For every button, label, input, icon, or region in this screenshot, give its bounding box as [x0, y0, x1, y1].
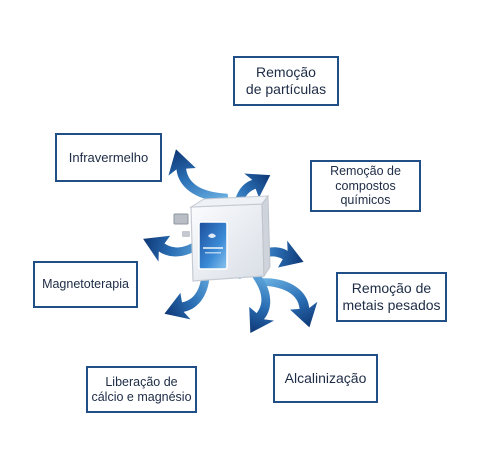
node-label-line: metais pesados [342, 297, 441, 313]
curved-arrow-icon [234, 240, 304, 280]
node-label-line: Alcalinização [284, 370, 367, 387]
node-label-line: Liberação de [105, 374, 178, 389]
curved-arrow-icon [168, 149, 229, 201]
node-label-line: compostos [335, 178, 396, 193]
node-infravermelho: Infravermelho [55, 133, 162, 182]
node-label-line: Remoção de [330, 163, 401, 178]
node-label-line: Infravermelho [68, 149, 149, 165]
curved-arrow-icon [233, 173, 271, 236]
node-magnetoterapia: Magnetoterapia [33, 261, 138, 308]
node-label-line: químicos [340, 193, 391, 208]
curved-arrow-icon [244, 262, 275, 334]
curved-arrow-icon [164, 258, 210, 320]
node-label-line: de partículas [245, 81, 327, 97]
water-filter-device-icon [173, 194, 271, 282]
node-label-line: Remoção de [351, 280, 432, 297]
node-label-line: Magnetoterapia [42, 277, 129, 292]
node-alcalinizacao: Alcalinização [273, 354, 378, 403]
curved-arrow-icon [257, 278, 318, 328]
node-label-line: cálcio e magnésio [91, 389, 192, 404]
node-label-line: Remoção [256, 64, 316, 81]
